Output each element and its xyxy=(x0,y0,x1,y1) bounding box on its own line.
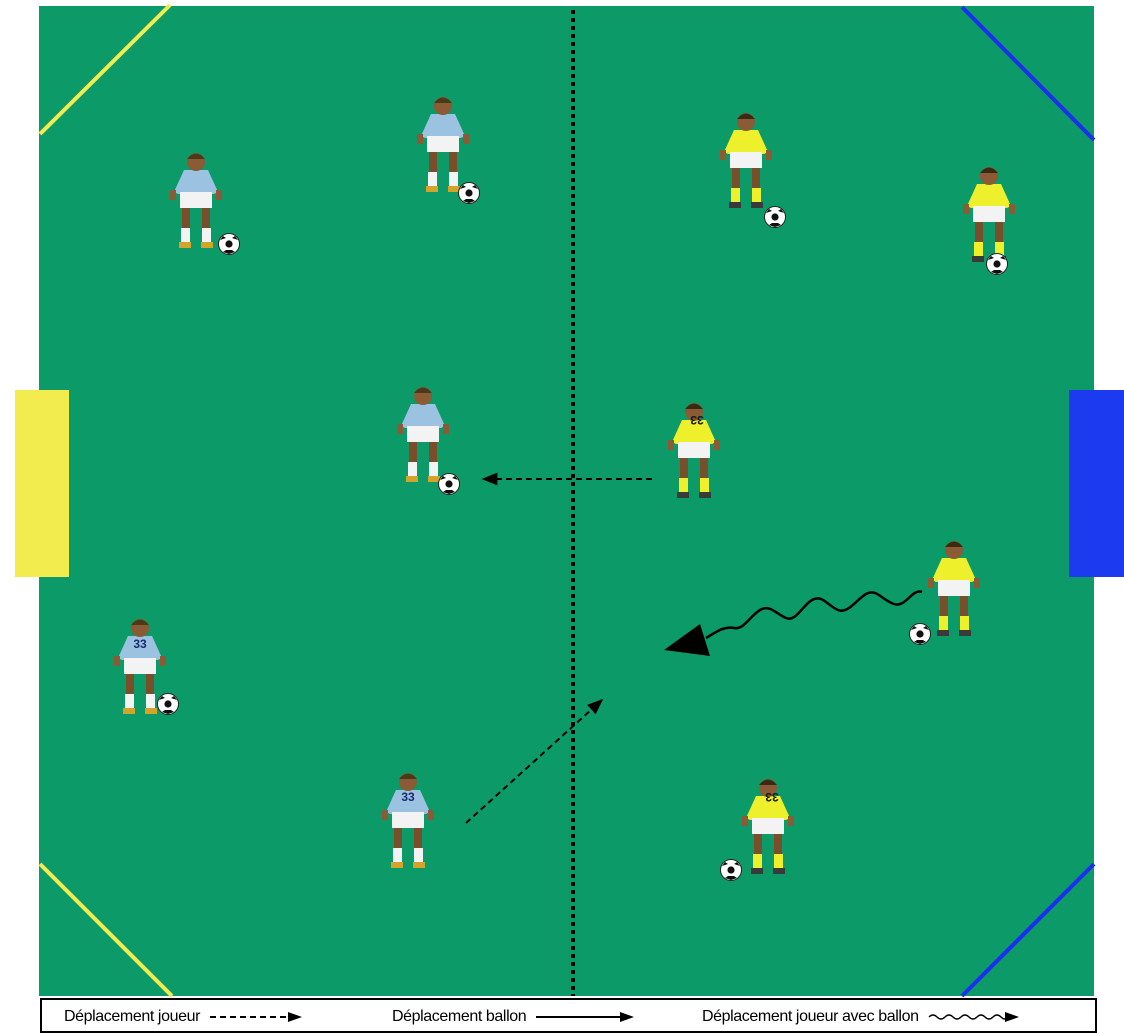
legend: Déplacement joueur Déplacement ballon Dé… xyxy=(40,998,1097,1033)
training-field-diagram: 33 33 33 33 xyxy=(15,3,1124,998)
legend-label-player-move: Déplacement joueur xyxy=(64,1008,200,1025)
blue-goal xyxy=(1069,390,1124,577)
legend-label-dribble: Déplacement joueur avec ballon xyxy=(702,1008,919,1025)
ball xyxy=(986,253,1008,275)
jersey-number: 33 xyxy=(690,413,704,427)
legend-item-dribble: Déplacement joueur avec ballon xyxy=(702,1006,1023,1028)
legend-label-ball-move: Déplacement ballon xyxy=(392,1008,527,1025)
corner-line-top-left xyxy=(38,3,172,136)
jersey-number: 33 xyxy=(133,637,147,651)
corner-line-bottom-right xyxy=(960,862,1096,998)
dribble-arrow xyxy=(705,590,923,640)
jersey-number: 33 xyxy=(401,790,415,804)
ball xyxy=(458,182,480,204)
ball xyxy=(909,623,931,645)
dribble-arrowhead xyxy=(664,624,710,656)
ball xyxy=(157,693,179,715)
corner-line-bottom-left xyxy=(38,862,174,998)
player-move-arrow xyxy=(465,698,604,824)
ball xyxy=(218,233,240,255)
legend-item-player-move: Déplacement joueur xyxy=(64,1006,304,1028)
yellow-goal xyxy=(15,390,69,577)
corner-line-top-right xyxy=(960,5,1096,142)
pitch xyxy=(39,6,1094,996)
ball xyxy=(438,473,460,495)
wavy-arrow-icon xyxy=(928,1012,1019,1022)
legend-item-ball-move: Déplacement ballon xyxy=(392,1006,638,1028)
ball xyxy=(764,206,786,228)
dashed-arrow-icon xyxy=(210,1012,302,1022)
ball xyxy=(720,859,742,881)
solid-arrow-icon xyxy=(536,1012,635,1022)
jersey-number: 33 xyxy=(765,790,779,804)
